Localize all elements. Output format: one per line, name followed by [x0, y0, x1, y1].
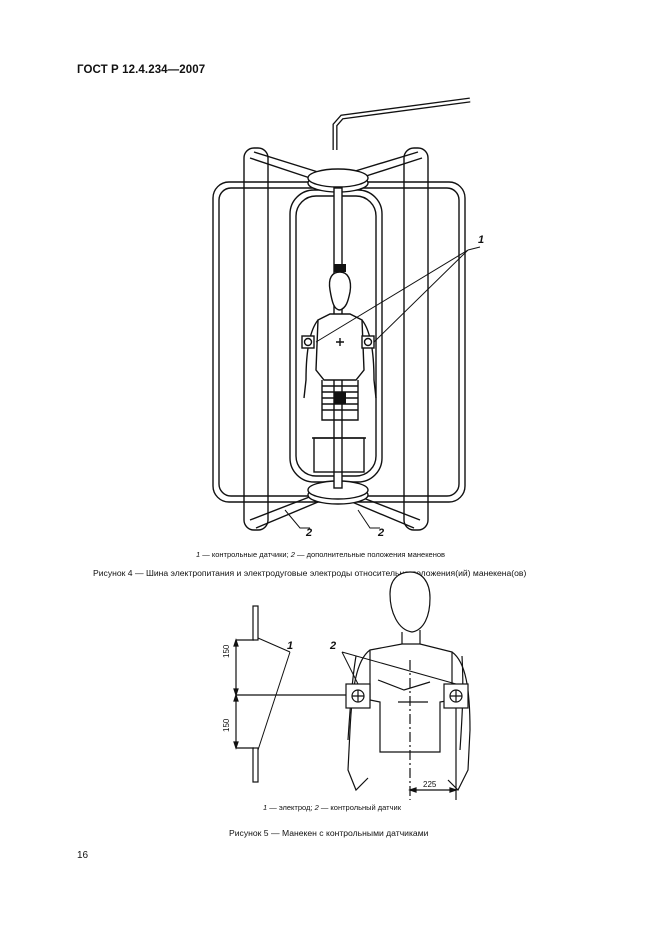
document-header: ГОСТ Р 12.4.234—2007 [77, 64, 206, 76]
figure-4-callout-1: 1 [478, 234, 485, 246]
figure-5-legend: 1 — электрод; 2 — контрольный датчик [263, 803, 401, 812]
legend-text-1: — контрольные датчики; [200, 550, 291, 559]
figure-4-legend: 1 — контрольные датчики; 2 — дополнитель… [196, 550, 445, 559]
figure-5-callout-1: 1 [287, 640, 294, 652]
figure-4-caption: Рисунок 4 — Шина электропитания и электр… [93, 568, 527, 578]
page-number: 16 [77, 850, 89, 861]
legend-key-1: 1 [196, 550, 201, 559]
figure-4-callout-2b: 2 [378, 527, 385, 539]
legend-key-2: 2 [314, 803, 319, 812]
dimension-225: 225 [423, 780, 437, 789]
legend-key-1: 1 [263, 803, 268, 812]
dimension-150-upper: 150 [222, 644, 231, 658]
legend-text-2: — контрольный датчик [318, 803, 401, 812]
legend-key-2: 2 [290, 550, 295, 559]
figure-5-caption: Рисунок 5 — Манекен с контрольными датчи… [229, 828, 429, 838]
dimension-150-lower: 150 [222, 718, 231, 732]
legend-text-2: — дополнительные положения манекенов [294, 550, 446, 559]
figure-4-callout-2a: 2 [306, 527, 313, 539]
legend-text-1: — электрод; [267, 803, 315, 812]
figure-5-callout-2: 2 [330, 640, 337, 652]
